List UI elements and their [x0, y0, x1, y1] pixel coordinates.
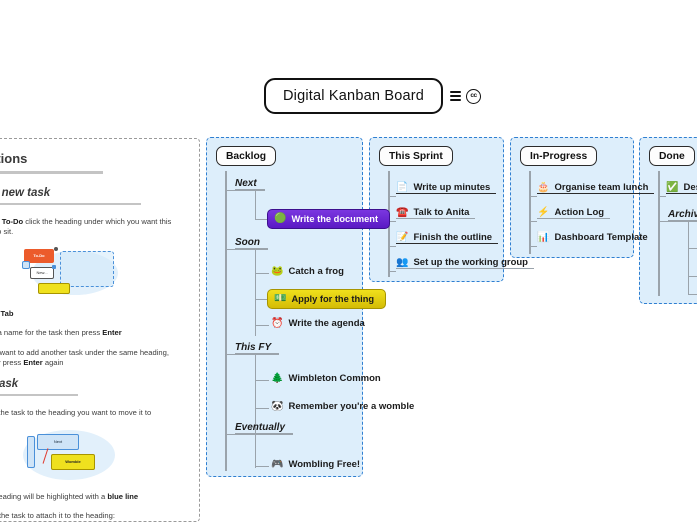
root-node-toolbar: cc [450, 88, 482, 104]
task-label: Remember you're a womble [288, 401, 415, 412]
column-in-progress[interactable]: In-Progress 🎂 Organise team lunch ⚡ Acti… [510, 137, 655, 258]
task-label: Organise team lunch [554, 182, 649, 193]
money-emoji: 💵 [274, 293, 287, 304]
cake-emoji: 🎂 [537, 181, 550, 193]
task-dashboard-template[interactable]: 📊 Dashboard Template [537, 232, 648, 245]
task-action-log[interactable]: ⚡ Action Log [537, 206, 611, 219]
heading-archived-tasks[interactable]: Archived T [668, 209, 697, 222]
heading-this-fy[interactable]: This FY [235, 342, 280, 355]
alarm-clock-emoji: ⏰ [271, 317, 284, 329]
column-this-sprint[interactable]: This Sprint 📄 Write up minutes ☎️ Talk t… [369, 137, 534, 282]
check-mark-emoji: ✅ [666, 181, 679, 193]
section-move-rule [0, 393, 78, 397]
figure-womble-card: Womble [51, 453, 95, 470]
heading-eventually[interactable]: Eventually [235, 422, 294, 435]
list-item: 4. If you want to add another task under… [0, 347, 169, 368]
task-wimbleton-common[interactable]: 🌲 Wimbleton Common [271, 373, 381, 386]
panda-emoji: 🐼 [271, 400, 284, 412]
task-label: Wombling Free! [288, 459, 361, 470]
task-label: Catch a frog [288, 266, 344, 277]
task-finish-the-outline[interactable]: 📝 Finish the outline [396, 231, 499, 244]
heading-next[interactable]: Next [235, 178, 265, 191]
bar-chart-emoji: 📊 [537, 231, 550, 243]
high-voltage-emoji: ⚡ [537, 206, 550, 218]
task-label: Write up minutes [413, 182, 491, 193]
instructions-create-list: 1. Under To-Do click the heading under w… [0, 217, 187, 238]
task-label: Apply for the thing [291, 294, 375, 304]
figure-drag-task: Next Womble [0, 428, 187, 482]
column-header-backlog[interactable]: Backlog [216, 146, 277, 166]
instructions-section-move: Move a task [0, 377, 19, 390]
figure-new-card: New... [30, 266, 54, 279]
evergreen-tree-emoji: 🌲 [271, 372, 284, 384]
task-label: Desig [683, 182, 697, 193]
instructions-section-create: Create a new task [0, 186, 51, 199]
list-item: 2. The heading will be highlighted with … [0, 491, 139, 501]
figure-todo-card: To-Do [24, 248, 54, 263]
list-item: 3. Type a name for the task then press E… [0, 328, 122, 338]
task-label: Write the agenda [288, 318, 365, 329]
telephone-emoji: ☎️ [396, 206, 409, 218]
task-label: Action Log [554, 207, 605, 218]
task-catch-a-frog[interactable]: 🐸 Catch a frog [271, 266, 344, 279]
column-header-done[interactable]: Done [649, 146, 695, 166]
task-set-up-the-working-group[interactable]: 👥 Set up the working group [396, 256, 534, 269]
column-done[interactable]: Done ✅ Desig Archived T 👍 o ‼️ o Old ta [639, 137, 697, 304]
task-label: Dashboard Template [554, 232, 648, 243]
task-design[interactable]: ✅ Desig [666, 181, 697, 194]
column-header-this-sprint[interactable]: This Sprint [379, 146, 453, 166]
list-item: 3. Drop the task to attach it to the hea… [0, 511, 115, 521]
task-label: Write the document [291, 214, 379, 224]
root-node-title[interactable]: Digital Kanban Board [264, 78, 444, 114]
task-talk-to-anita[interactable]: ☎️ Talk to Anita [396, 206, 476, 219]
instructions-create-list-2: 2. Press Tab 3. Type a name for the task… [0, 309, 187, 369]
list-item: 1. Under To-Do click the heading under w… [0, 217, 172, 237]
people-emoji: 👥 [396, 256, 409, 268]
column-backlog[interactable]: Backlog Next 🟢 Write the document Soon 🐸… [206, 137, 414, 477]
task-label: Finish the outline [413, 232, 493, 243]
creative-commons-icon[interactable]: cc [466, 88, 482, 104]
task-organise-team-lunch[interactable]: 🎂 Organise team lunch [537, 181, 655, 194]
heading-soon[interactable]: Soon [235, 237, 268, 250]
task-label: Wimbleton Common [288, 373, 381, 384]
page-emoji: 📄 [396, 181, 409, 193]
column-header-in-progress[interactable]: In-Progress [520, 146, 598, 166]
task-apply-for-the-thing[interactable]: 💵 Apply for the thing [267, 289, 387, 309]
instructions-title: Instructions [0, 151, 28, 166]
list-item: 1. Drag the task to the heading you want… [0, 408, 152, 418]
instructions-move-list-2: 2. The heading will be highlighted with … [0, 491, 187, 521]
task-label: Set up the working group [413, 257, 528, 268]
task-write-the-document[interactable]: 🟢 Write the document [267, 209, 391, 229]
task-remember-youre-a-womble[interactable]: 🐼 Remember you're a womble [271, 401, 414, 414]
figure-create-task: To-Do New... [0, 246, 187, 299]
instructions-move-list: 1. Drag the task to the heading you want… [0, 408, 187, 418]
task-write-up-minutes[interactable]: 📄 Write up minutes [396, 181, 497, 194]
list-item: 2. Press Tab [0, 308, 14, 318]
video-game-emoji: 🎮 [271, 458, 284, 470]
root-node-group: Digital Kanban Board cc [264, 78, 482, 114]
section-create-rule [0, 202, 141, 205]
hamburger-icon[interactable] [450, 91, 462, 101]
task-label: Talk to Anita [413, 207, 470, 218]
memo-emoji: 📝 [396, 231, 409, 243]
figure-next-card: Next [37, 433, 79, 450]
task-wombling-free[interactable]: 🎮 Wombling Free! [271, 459, 360, 472]
task-write-the-agenda[interactable]: ⏰ Write the agenda [271, 318, 365, 331]
instructions-panel[interactable]: Instructions Create a new task 1. Under … [0, 138, 200, 522]
frog-emoji: 🐸 [271, 265, 284, 277]
green-circle-emoji: 🟢 [274, 213, 287, 224]
instructions-title-rule [0, 171, 103, 174]
